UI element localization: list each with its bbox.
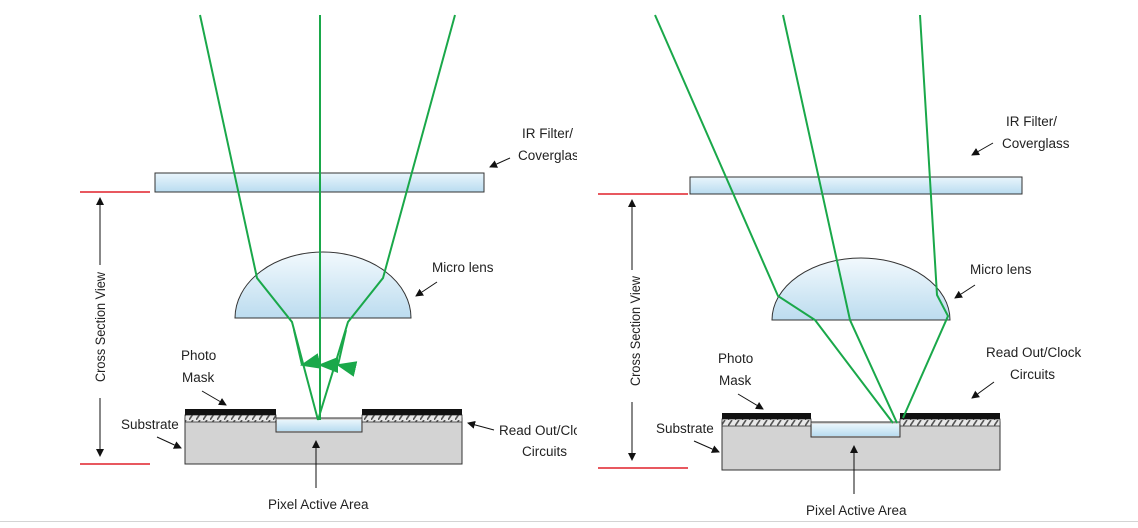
photo-mask-left xyxy=(185,409,276,415)
circuit-layer-left xyxy=(721,418,812,427)
substrate xyxy=(721,421,1001,471)
filter-pointer xyxy=(489,157,511,168)
micro-lens-label: Micro lens xyxy=(432,260,494,275)
substrate xyxy=(184,417,463,465)
active-area-label: Pixel Active Area xyxy=(268,497,369,512)
photo-mask-label-1: Photo xyxy=(181,348,216,363)
readout-pointer xyxy=(971,381,995,399)
readout-label-2: Circuits xyxy=(1010,367,1055,382)
pixel-active-area xyxy=(812,424,899,436)
photo-mask-right xyxy=(362,409,462,415)
readout-pointer xyxy=(467,420,495,431)
circuit-layer-left xyxy=(184,414,277,423)
filter-label-1: IR Filter/ xyxy=(1006,114,1057,129)
micro-lens-pointer xyxy=(415,281,438,297)
cross-section-label: Cross Section View xyxy=(628,276,643,386)
cross-section-label: Cross Section View xyxy=(93,272,108,382)
photo-mask-left xyxy=(722,413,811,419)
filter-label-2: Coverglass xyxy=(518,148,586,163)
light-rays xyxy=(654,14,950,424)
substrate-pointer xyxy=(156,436,182,449)
ray-arrow-right xyxy=(336,329,358,377)
bottom-divider xyxy=(0,521,1138,522)
ray-left xyxy=(199,14,319,421)
substrate-pointer xyxy=(693,440,720,453)
ray-left xyxy=(654,14,894,424)
photo-mask-label-2: Mask xyxy=(182,370,215,385)
ir-filter-coverglass xyxy=(689,176,1023,195)
panel-normal-incidence: Cross Section View IR Filter/ Coverglass… xyxy=(80,14,595,512)
light-rays xyxy=(199,14,456,421)
micro-lens xyxy=(234,251,412,319)
substrate-label: Substrate xyxy=(121,417,179,432)
readout-label-1: Read Out/Clock xyxy=(986,345,1082,360)
filter-pointer xyxy=(971,142,994,156)
readout-label-2: Circuits xyxy=(522,444,567,459)
photo-mask-label-1: Photo xyxy=(718,351,753,366)
circuit-layer-right xyxy=(361,414,463,423)
ray-arrow-left xyxy=(293,329,322,369)
photo-mask-pointer xyxy=(201,390,227,406)
circuit-layer-right xyxy=(899,418,1001,427)
pixel-active-area xyxy=(277,420,361,431)
panel-oblique-incidence: Cross Section View IR Filter/ Coverglass… xyxy=(598,14,1082,518)
filter-label-1: IR Filter/ xyxy=(522,126,573,141)
micro-lens-label: Micro lens xyxy=(970,262,1032,277)
ray-right xyxy=(902,14,950,419)
readout-label-1: Read Out/Clock xyxy=(499,423,595,438)
photo-mask-right xyxy=(900,413,1000,419)
substrate-label: Substrate xyxy=(656,421,714,436)
photo-mask-label-2: Mask xyxy=(719,373,752,388)
photo-mask-pointer xyxy=(737,393,764,410)
active-area-label: Pixel Active Area xyxy=(806,503,907,518)
filter-label-2: Coverglass xyxy=(1002,136,1070,151)
micro-lens-pointer xyxy=(954,284,976,299)
micro-lens xyxy=(771,257,951,321)
ray-center xyxy=(782,14,898,424)
